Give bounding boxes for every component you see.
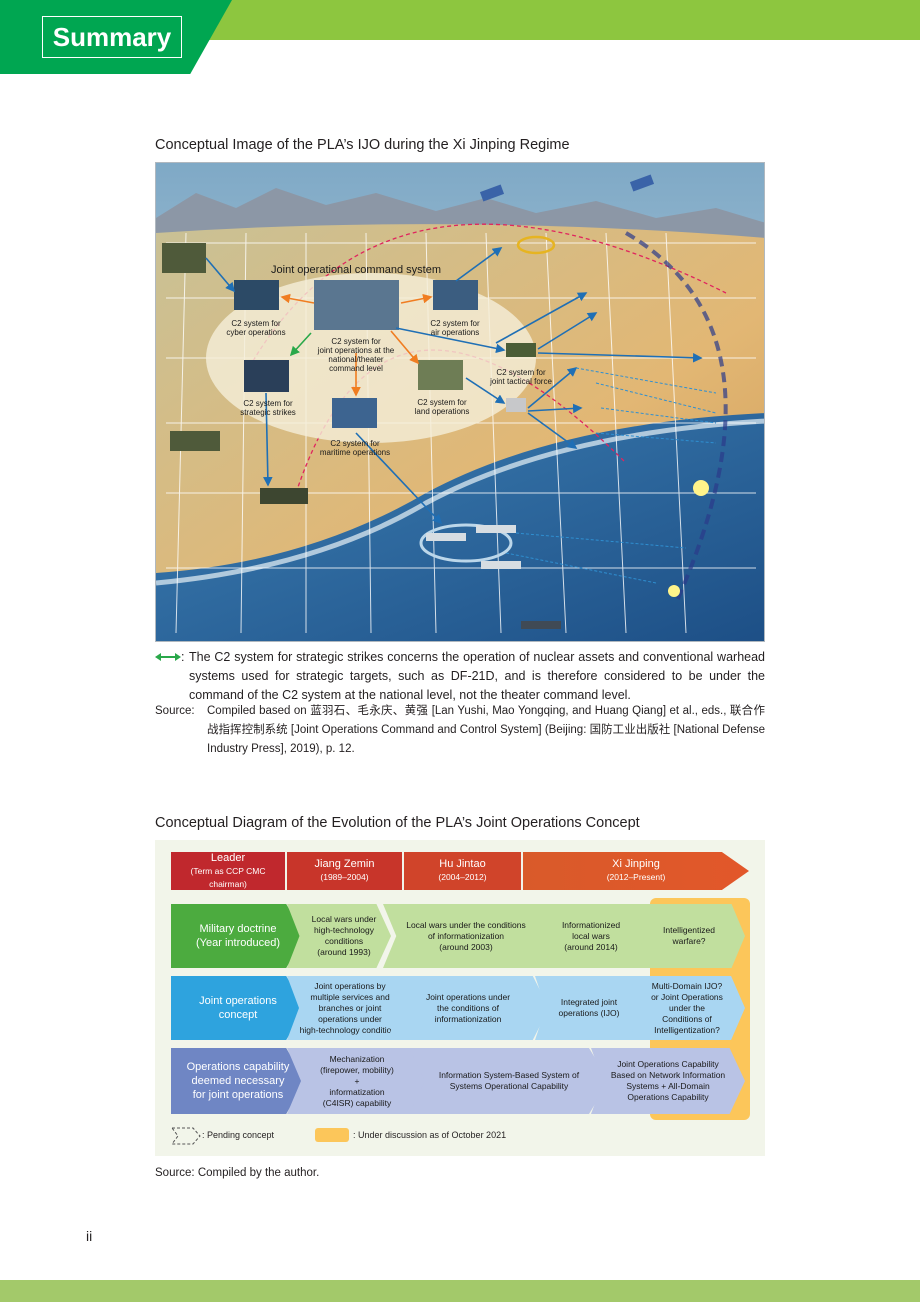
capability-cell-3: Joint Operations Capability Based on Net… xyxy=(591,1048,745,1114)
pending-legend-text: : Pending concept xyxy=(202,1130,275,1140)
source-label: Source: xyxy=(155,705,195,717)
figure2-source: Source: Compiled by the author. xyxy=(155,1167,320,1179)
doctrine-cell-1: Local wars under high-technology conditi… xyxy=(287,904,391,968)
cruiser-icon xyxy=(481,561,521,569)
missile-launcher-icon xyxy=(162,243,206,273)
figure1-note: : The C2 system for strategic strikes co… xyxy=(155,648,765,705)
tactical-vehicle-icon xyxy=(506,343,536,357)
frigate-icon xyxy=(476,525,516,533)
mobile-launcher-icon xyxy=(260,488,308,504)
air-ops-thumbnail xyxy=(433,280,478,310)
ijo-illustration: Joint operational command system xyxy=(155,162,765,642)
row-head-military-doctrine: Military doctrine (Year introduced) xyxy=(171,904,305,968)
leader-header: Leader(Term as CCP CMC chairman) xyxy=(171,852,285,890)
figure2-title: Conceptual Diagram of the Evolution of t… xyxy=(155,815,640,831)
pending-legend-icon xyxy=(171,1127,201,1145)
capability-cell-1: Mechanization (firepower, mobility) + in… xyxy=(287,1048,427,1114)
leader-xi-jinping: Xi Jinping(2012–Present) xyxy=(523,852,749,890)
page-number: ii xyxy=(86,1228,93,1244)
figure1-source: Source: Compiled based on 蓝羽石、毛永庆、黄强 [La… xyxy=(155,702,765,759)
doctrine-cell-2: Local wars under the conditions of infor… xyxy=(383,904,549,968)
national-command-thumbnail xyxy=(314,280,399,330)
figure1-title: Conceptual Image of the PLA’s IJO during… xyxy=(155,137,570,153)
discussion-legend-swatch xyxy=(315,1128,349,1142)
explosion-icon xyxy=(693,480,709,496)
tactical-node-icon xyxy=(506,398,526,412)
double-arrow-icon xyxy=(155,653,181,661)
submarine-icon xyxy=(521,621,561,629)
explosion-icon-2 xyxy=(668,585,680,597)
command-system-label: Joint operational command system xyxy=(271,264,441,276)
strategic-strikes-thumbnail xyxy=(244,360,289,392)
cyber-ops-thumbnail xyxy=(234,280,279,310)
source-text: Compiled based on 蓝羽石、毛永庆、黄强 [Lan Yushi,… xyxy=(207,705,765,755)
concept-cell-2: Joint operations under the conditions of… xyxy=(387,976,549,1040)
maritime-ops-thumbnail xyxy=(332,398,377,428)
launcher-vehicles-icon xyxy=(170,431,220,451)
row-head-joint-ops-concept: Joint operations concept xyxy=(171,976,305,1040)
destroyer-icon xyxy=(426,533,466,541)
header-tab xyxy=(0,0,232,74)
section-label: Summary xyxy=(42,16,182,58)
concept-cell-1: Joint operations by multiple services an… xyxy=(287,976,407,1040)
evolution-diagram: Leader(Term as CCP CMC chairman) Jiang Z… xyxy=(155,840,765,1156)
satellite-icon-2 xyxy=(629,174,655,192)
concept-cell-4-pending: Multi-Domain IJO? or Joint Operations un… xyxy=(629,976,745,1040)
leader-hu-jintao: Hu Jintao(2004–2012) xyxy=(404,852,521,890)
footer-bar xyxy=(0,1280,920,1302)
doctrine-cell-4-pending: Intelligentized warfare? xyxy=(633,904,745,968)
capability-cell-2: Information System-Based System of Syste… xyxy=(409,1048,609,1114)
land-ops-thumbnail xyxy=(418,360,463,390)
leader-jiang-zemin: Jiang Zemin(1989–2004) xyxy=(287,852,402,890)
satellite-icon xyxy=(479,184,505,202)
doctrine-cell-3: Informationized local wars (around 2014) xyxy=(531,904,651,968)
concept-cell-3: Integrated joint operations (IJO) xyxy=(535,976,643,1040)
discussion-legend-text: : Under discussion as of October 2021 xyxy=(353,1130,507,1140)
row-head-operations-capability: Operations capability deemed necessary f… xyxy=(171,1048,305,1114)
note-text: The C2 system for strategic strikes conc… xyxy=(189,650,765,702)
